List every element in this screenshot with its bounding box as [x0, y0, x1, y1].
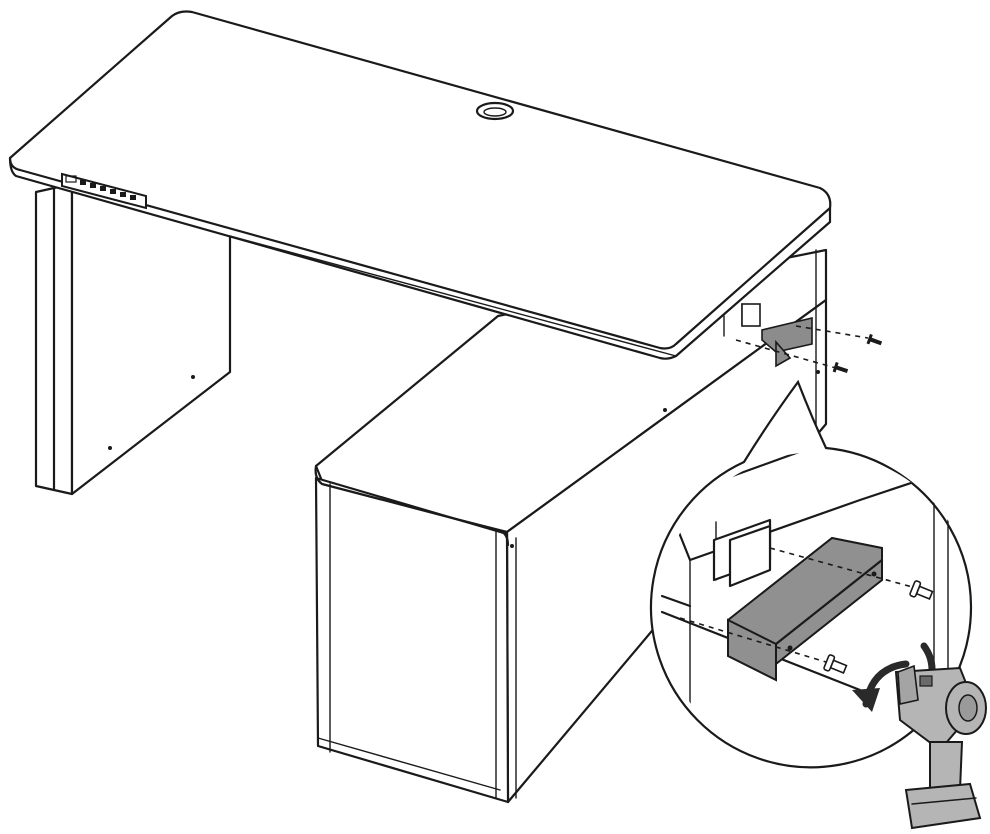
- screw-hole: [816, 370, 820, 374]
- desk-top: [8, 10, 832, 360]
- screw-hole: [108, 446, 112, 450]
- control-button: [130, 195, 136, 200]
- screw-hole: [663, 408, 667, 412]
- detail-screw: [823, 654, 848, 674]
- control-panel: [61, 172, 147, 210]
- control-button: [80, 180, 86, 185]
- screw-hole: [871, 571, 877, 577]
- screw-hole: [787, 645, 793, 651]
- screw-hole: [510, 544, 514, 548]
- control-button: [90, 183, 96, 188]
- desk-leg-panel: [34, 182, 232, 496]
- control-display: [65, 175, 77, 183]
- power-drill-icon: [894, 664, 987, 830]
- l-bracket: [723, 303, 869, 369]
- cable-grommet: [475, 101, 515, 121]
- control-button: [120, 192, 126, 197]
- screws: [832, 333, 883, 373]
- control-button: [110, 189, 116, 194]
- detail-screw: [909, 580, 934, 600]
- screw-hole: [191, 375, 195, 379]
- control-button: [100, 186, 106, 191]
